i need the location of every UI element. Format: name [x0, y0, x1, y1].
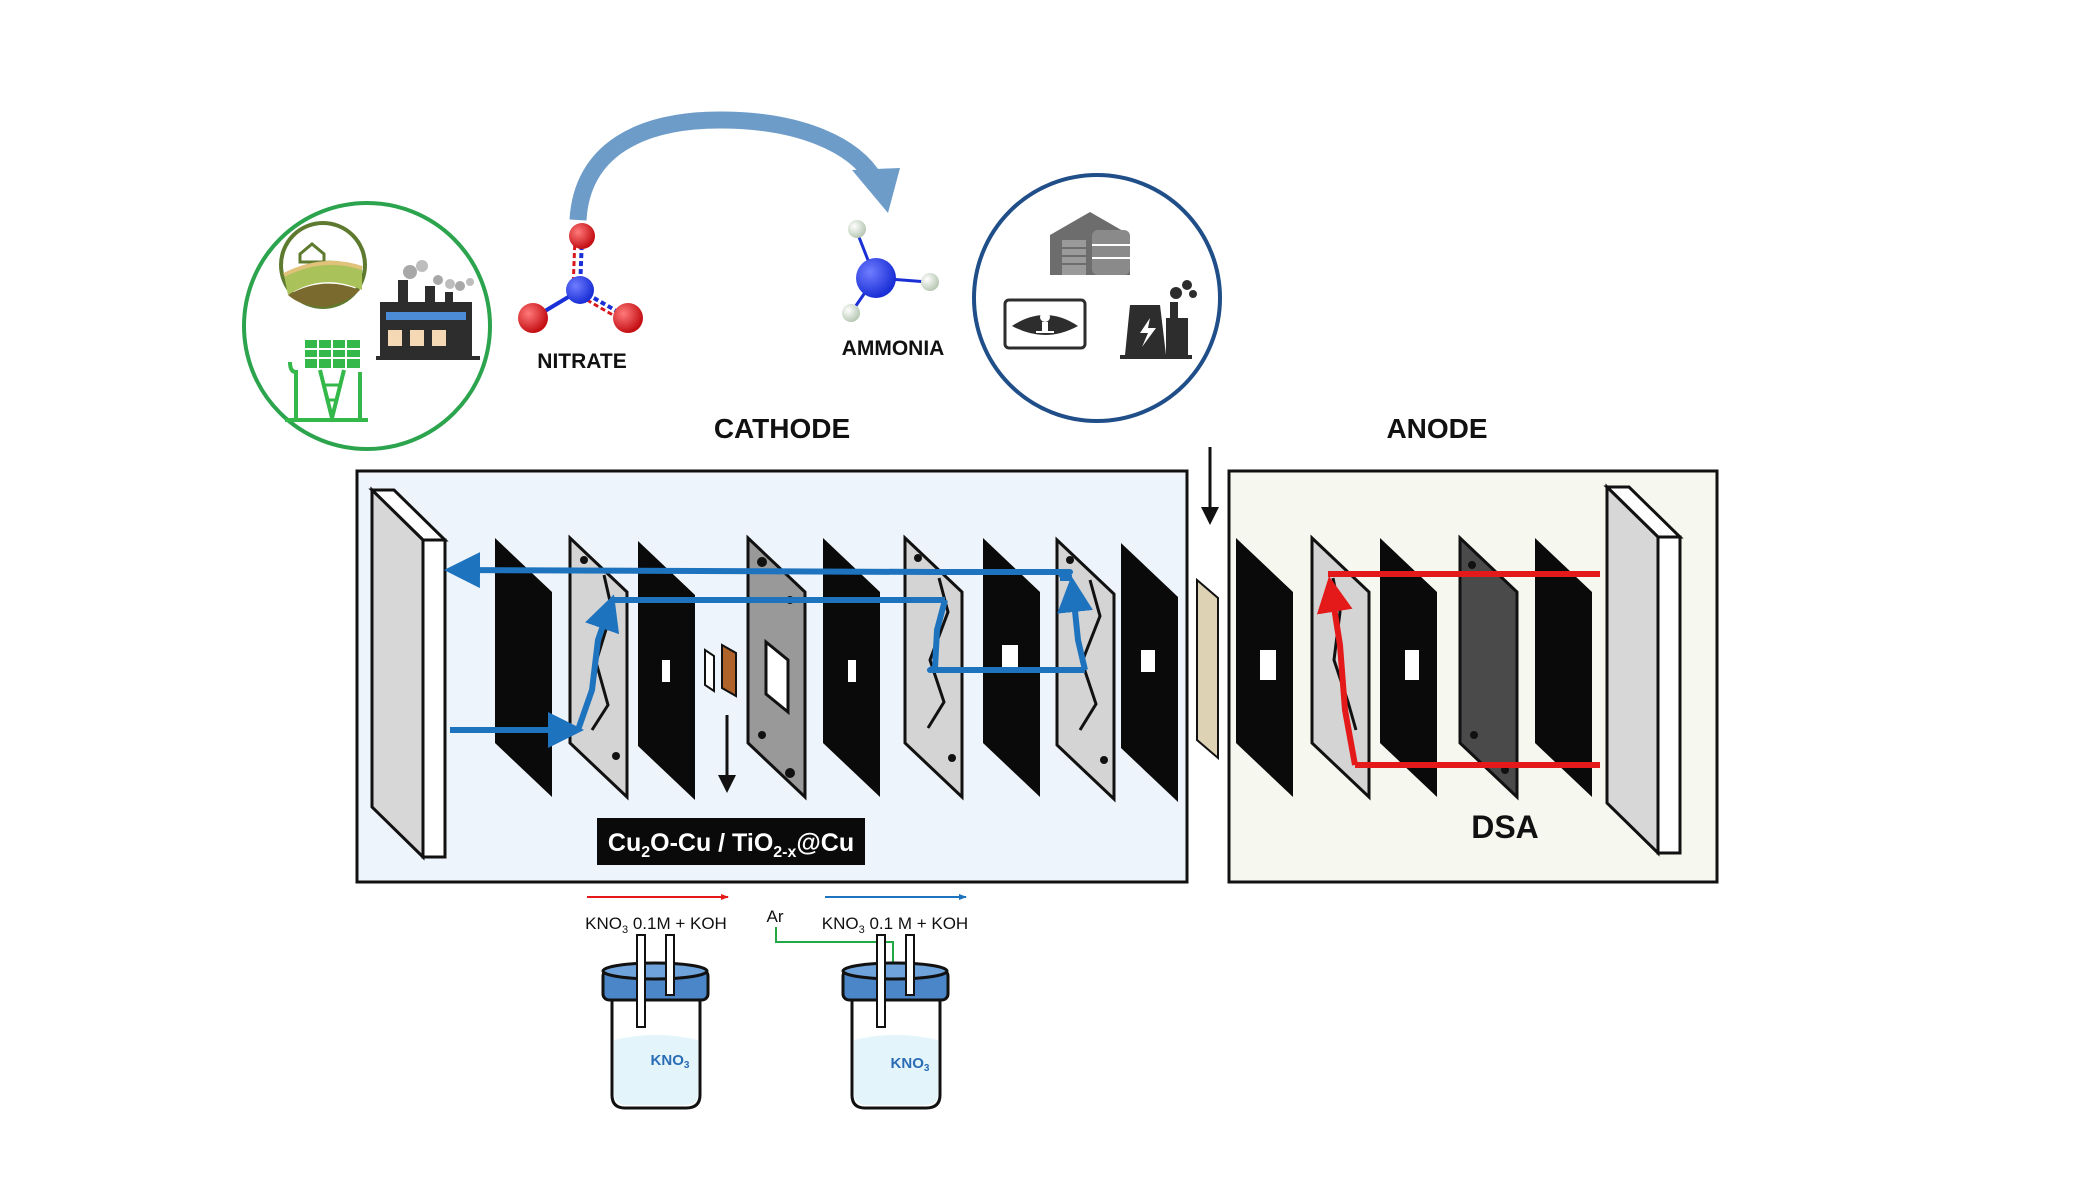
- electrolyte-right-pre: KNO: [822, 914, 859, 933]
- membrane: [1196, 577, 1219, 761]
- gasket-plate: [638, 541, 695, 800]
- gasket-plate: [1380, 538, 1437, 797]
- bottle-left-pre: KNO: [651, 1052, 685, 1069]
- nitrate-sources-group: [242, 201, 492, 451]
- oxygen-atom: [569, 223, 595, 249]
- gasket-plate: [1535, 538, 1592, 797]
- conversion-arrow: [569, 111, 900, 221]
- anolyte-reservoir: KNO3 0.1 M + KOH Ar KNO3: [767, 894, 968, 1110]
- svg-text:KNO3 0.1 M + KOH: KNO3 0.1 M + KOH: [822, 914, 968, 936]
- catalyst-sub-1: 2: [641, 844, 650, 861]
- ammonia-uses-group: [972, 173, 1222, 423]
- bottle-right-sub: 3: [924, 1063, 930, 1074]
- electrolyte-left-pre: KNO: [585, 914, 622, 933]
- electrolyte-left-sub: 3: [622, 924, 628, 936]
- cathode-end-plate: [368, 486, 449, 861]
- ammonia-label: AMMONIA: [842, 337, 945, 360]
- oxygen-atom: [518, 303, 548, 333]
- catholyte-flow-path: [444, 552, 1093, 748]
- gasket-plate: [1236, 538, 1293, 797]
- hydrogen-atom: [842, 304, 860, 322]
- electrolyte-right-post: 0.1 M + KOH: [865, 914, 968, 933]
- catalyst-text-3: @Cu: [796, 829, 854, 857]
- storage-warehouse-icon: [1050, 212, 1130, 275]
- catalyst-text-2: O-Cu / TiO: [650, 829, 773, 857]
- greenhouse-icon: [285, 340, 368, 422]
- argon-label: Ar: [767, 907, 784, 926]
- gasket-plate: [1121, 543, 1178, 802]
- argon-gas-line: [775, 927, 894, 962]
- bottle-right-pre: KNO: [891, 1055, 925, 1072]
- catalyst-sub-2: 2-x: [773, 844, 796, 861]
- svg-text:KNO3: KNO3: [891, 1055, 930, 1074]
- uses-circle: [972, 173, 1222, 423]
- svg-text:Cu2O-Cu / TiO2-x@Cu: Cu2O-Cu / TiO2-x@Cu: [608, 829, 854, 861]
- hydrogen-atom: [921, 273, 939, 291]
- anode-label: ANODE: [1386, 413, 1487, 444]
- svg-text:KNO3 0.1M + KOH: KNO3 0.1M + KOH: [585, 914, 727, 936]
- ammonia-molecule: [842, 220, 939, 322]
- catalyst-text-1: Cu: [608, 829, 641, 857]
- anolyte-flow-path: [1316, 571, 1600, 768]
- nitrate-label: NITRATE: [537, 350, 626, 373]
- power-plant-icon: [1120, 280, 1197, 359]
- electrolyte-right-sub: 3: [859, 924, 865, 936]
- bottle-left-sub: 3: [684, 1060, 690, 1071]
- nitrogen-atom: [856, 258, 896, 298]
- dsa-label: DSA: [1471, 809, 1539, 845]
- hydrogen-atom: [848, 220, 866, 238]
- nitrogen-atom: [566, 276, 594, 304]
- catalyst-label-box: Cu2O-Cu / TiO2-x@Cu: [597, 818, 865, 865]
- catalyst-electrode: [704, 643, 737, 698]
- anode-end-plate: [1603, 483, 1684, 857]
- farm-icon: [279, 221, 367, 309]
- cathode-label: CATHODE: [714, 413, 850, 444]
- nitrate-molecule: [518, 223, 643, 333]
- electrolyte-left-post: 0.1M + KOH: [628, 914, 727, 933]
- oxygen-atom: [613, 303, 643, 333]
- factory-icon: [376, 260, 480, 360]
- svg-text:KNO3: KNO3: [651, 1052, 690, 1071]
- fertilizer-icon: [1003, 298, 1087, 350]
- catholyte-reservoir: KNO3 0.1M + KOH KNO3: [585, 894, 729, 1110]
